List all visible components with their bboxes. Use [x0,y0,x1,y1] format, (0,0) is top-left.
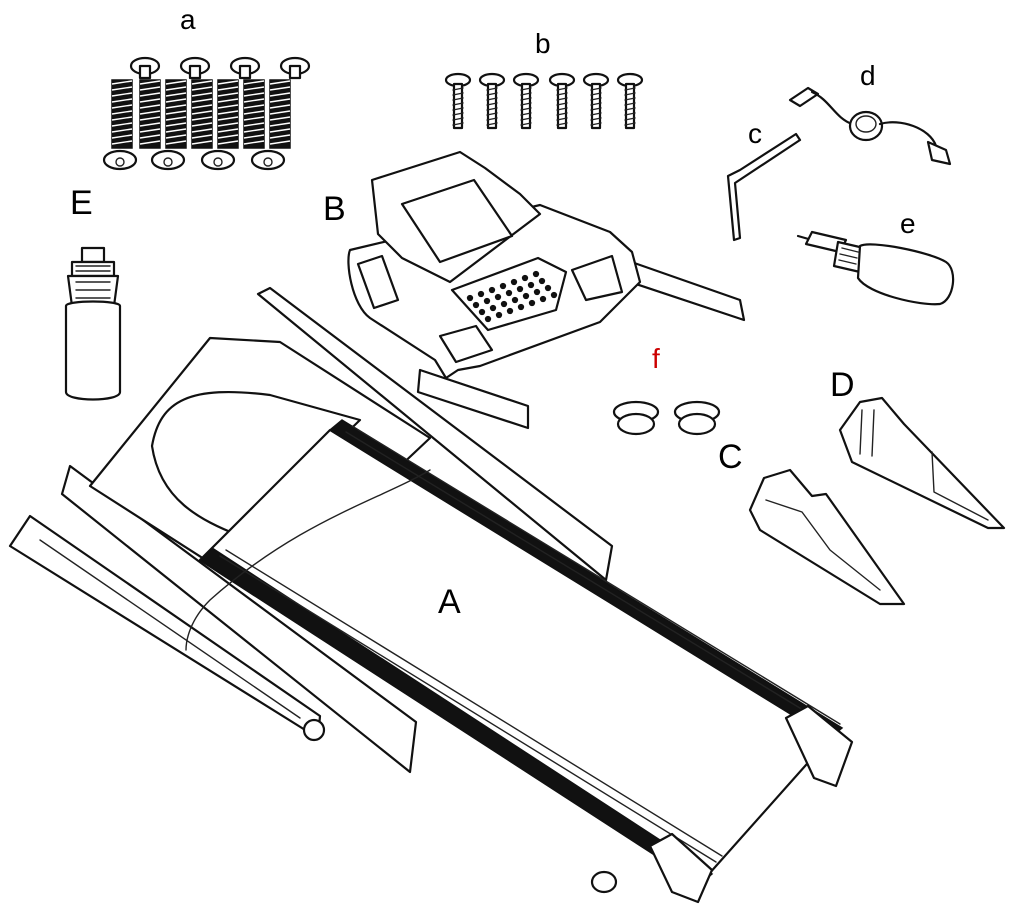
part-B-console [347,150,746,430]
part-f-feet [612,400,721,436]
label-B: B [323,190,346,228]
part-a-bolts-springs [102,56,311,171]
label-C: C [718,438,743,476]
label-a: a [180,4,196,35]
part-e-lubricant-bottle [796,230,955,306]
part-D-side-cover [838,396,1006,530]
part-C-side-cover [748,468,906,606]
label-D: D [830,366,855,404]
label-A: A [438,583,461,621]
label-e: e [900,208,916,239]
part-c-allen-key [726,132,802,242]
part-E-water-bottle [64,246,122,401]
label-E: E [70,184,93,222]
part-A-treadmill-frame [8,286,854,904]
part-d-safety-key [788,86,952,166]
part-b-screws [444,72,644,130]
label-b: b [535,28,551,59]
label-d: d [860,60,876,91]
label-c: c [748,118,762,149]
label-f: f [652,343,660,374]
